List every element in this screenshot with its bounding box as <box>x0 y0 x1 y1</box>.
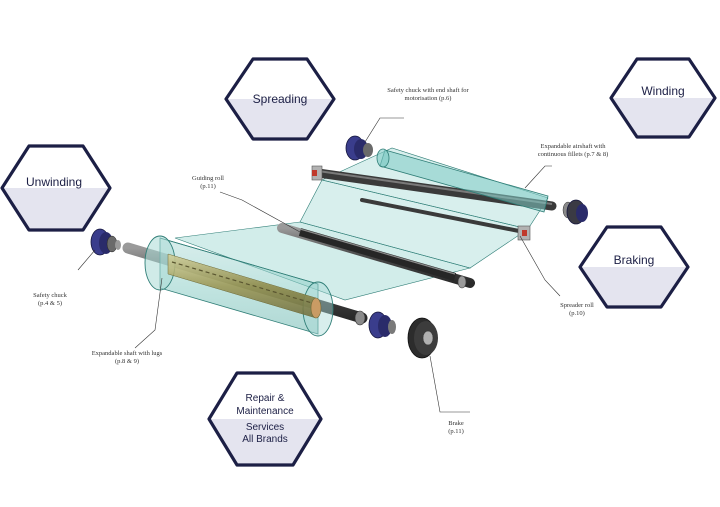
label-guiding-roll-2: (p.11) <box>200 183 215 190</box>
label-brake-1: Brake <box>448 420 464 427</box>
hex-repair-services: Repair & Maintenance Services All Brands <box>207 371 323 467</box>
safety-chuck-top <box>345 135 373 161</box>
label-safety-chuck-motor-2: motorisation (p.6) <box>405 95 452 102</box>
hex-repair-label-2: Maintenance <box>236 406 294 417</box>
airshaft-roll <box>311 148 557 213</box>
label-lugs-shaft-2: (p.8 & 9) <box>115 358 139 365</box>
unwind-roll <box>122 235 368 337</box>
label-spreader-roll-2: (p.10) <box>569 310 585 317</box>
safety-chuck-brake-side <box>368 311 396 339</box>
label-brake-2: (p.11) <box>448 428 463 435</box>
callout-lines <box>77 117 561 413</box>
label-safety-chuck-motor-1: Safety chuck with end shaft for <box>387 87 469 94</box>
hex-services-label-2: All Brands <box>242 434 288 445</box>
safety-chuck-right <box>562 199 588 225</box>
hex-winding: Winding <box>609 57 717 139</box>
guiding-roll <box>277 223 475 289</box>
hex-winding-label: Winding <box>641 84 684 98</box>
label-airshaft-1: Expandable airshaft with <box>541 143 607 150</box>
hex-braking: Braking <box>578 225 690 309</box>
hex-unwinding: Unwinding <box>0 144 112 232</box>
label-guiding-roll-1: Guiding roll <box>192 175 224 182</box>
hex-services-label-1: Services <box>246 422 284 433</box>
safety-chuck-left <box>90 228 121 256</box>
hex-unwinding-label: Unwinding <box>26 175 82 189</box>
hex-repair-label-1: Repair & <box>246 393 285 404</box>
hex-spreading: Spreading <box>224 57 336 141</box>
hex-braking-label: Braking <box>614 253 655 267</box>
brake-disc <box>407 317 438 359</box>
label-safety-chuck-1: Safety chuck <box>33 292 68 299</box>
label-lugs-shaft-1: Expandable shaft with lugs <box>92 350 163 357</box>
hex-spreading-label: Spreading <box>253 92 308 106</box>
label-spreader-roll-1: Spreader roll <box>560 302 594 309</box>
spreader-roll <box>360 198 531 241</box>
label-safety-chuck-2: (p.4 & 5) <box>38 300 62 307</box>
label-airshaft-2: continuous fillets (p.7 & 8) <box>538 151 609 158</box>
